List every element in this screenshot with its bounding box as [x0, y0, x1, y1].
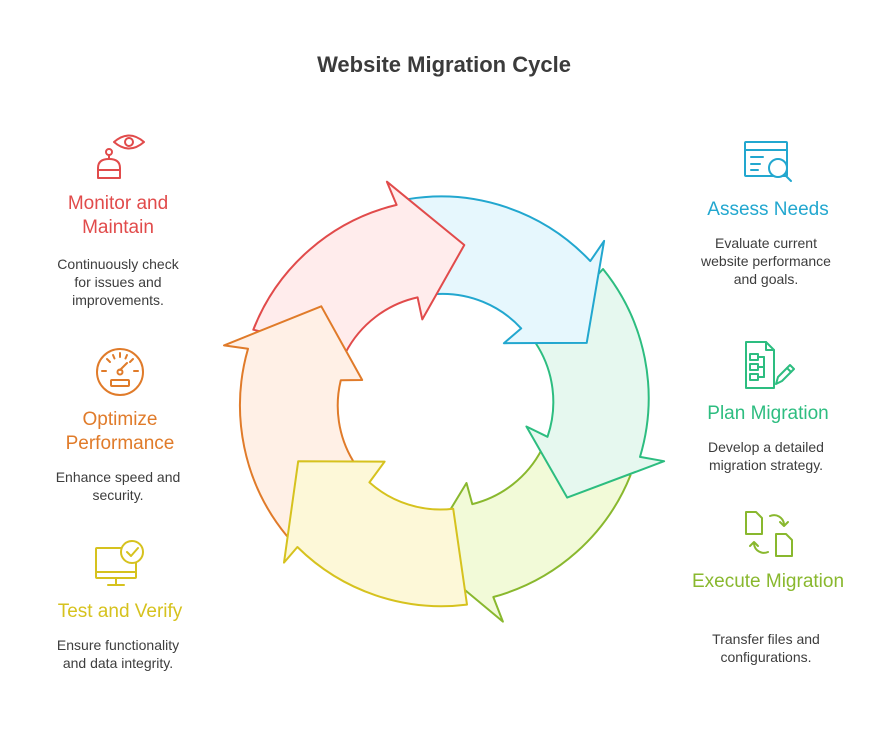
arrow-test: [283, 460, 468, 608]
step-desc-assess: Evaluate current website performance and…: [701, 235, 831, 287]
flowchart-edit-icon: [745, 341, 795, 389]
step-title-test: Test and Verify: [57, 601, 183, 622]
robot-eye-icon: [97, 134, 145, 179]
arrow-monitor: [252, 180, 466, 354]
monitor-check-icon: [95, 540, 144, 586]
arrow-assess: [406, 195, 606, 345]
diagram-title: Website Migration Cycle: [317, 52, 571, 77]
step-desc-plan: Develop a detailed migration strategy.: [708, 439, 824, 473]
step-desc-monitor: Continuously check for issues and improv…: [57, 256, 179, 308]
step-title-optimize: Optimize Performance: [65, 409, 175, 454]
step-title-assess: Assess Needs: [707, 199, 829, 220]
step-desc-test: Ensure functionality and data integrity.: [56, 637, 180, 671]
step-title-monitor: Monitor and Maintain: [67, 193, 169, 238]
report-search-icon: [744, 141, 792, 182]
step-title-execute: Execute Migration: [691, 571, 845, 592]
step-desc-optimize: Enhance speed and security.: [55, 469, 181, 503]
speedometer-icon: [96, 348, 144, 396]
file-transfer-icon: [745, 511, 793, 557]
step-desc-execute: Transfer files and configurations.: [712, 631, 820, 665]
step-title-plan: Plan Migration: [707, 403, 829, 424]
